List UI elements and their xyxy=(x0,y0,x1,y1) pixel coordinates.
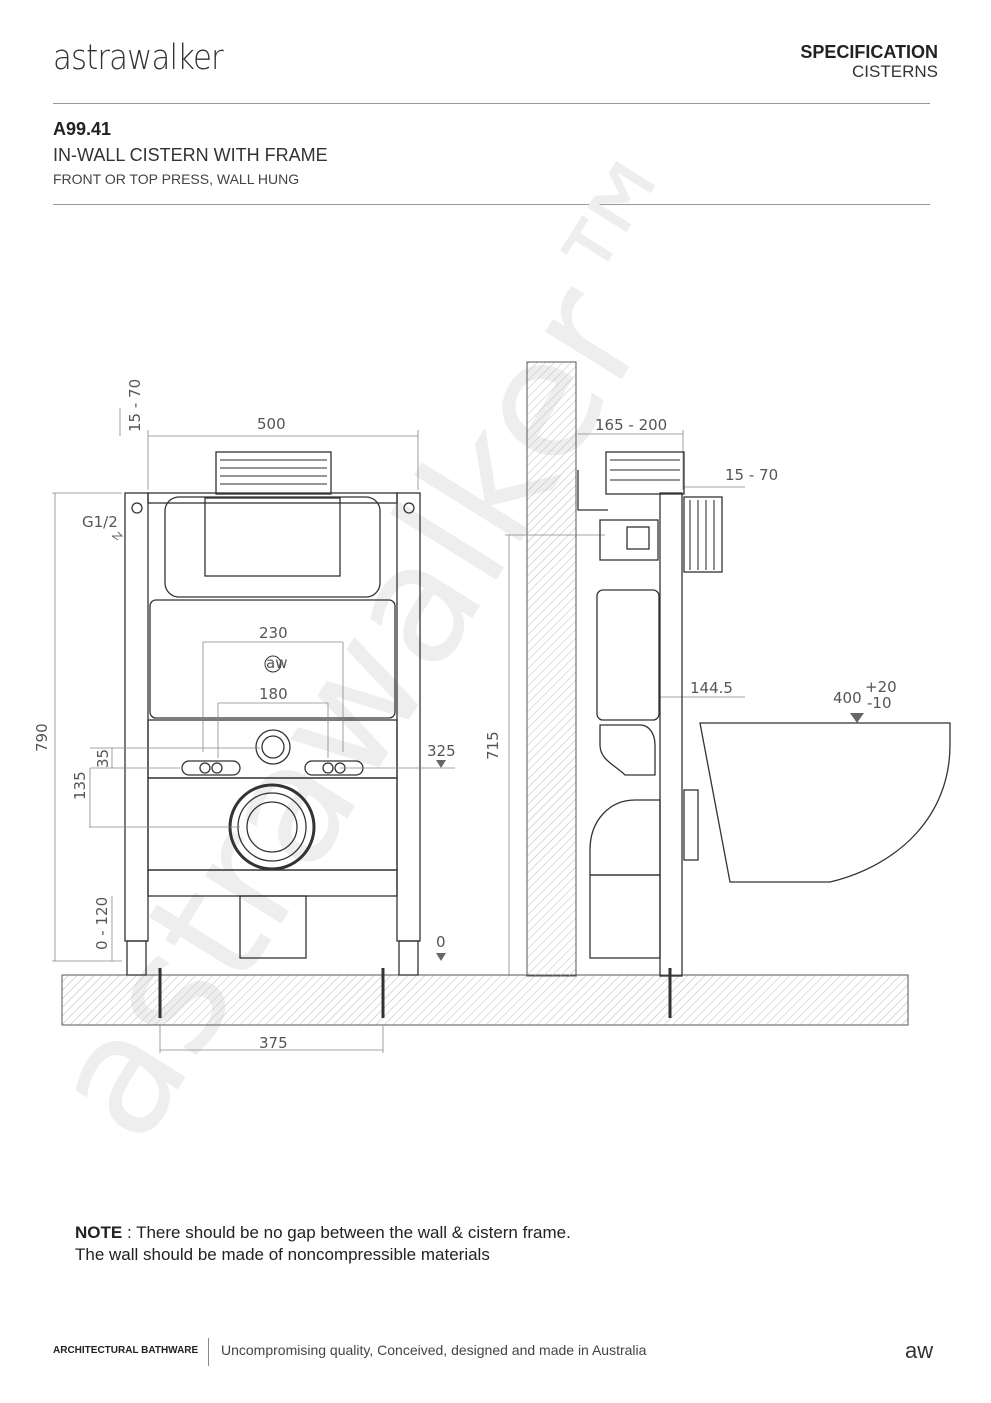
note-label: NOTE xyxy=(75,1223,123,1242)
dim-front-depth-adjust: 15 - 70 xyxy=(126,379,144,432)
spec-category: CISTERNS xyxy=(852,62,938,81)
installation-note: NOTE : There should be no gap between th… xyxy=(75,1222,571,1266)
header-divider xyxy=(53,103,930,104)
product-title: IN-WALL CISTERN WITH FRAME xyxy=(53,145,328,165)
badge-aw: aw xyxy=(266,654,287,672)
dim-pan-tol-plus: +20 xyxy=(865,678,897,696)
dim-side-depth-adjust: 15 - 70 xyxy=(725,466,778,484)
front-view xyxy=(124,451,421,1018)
dim-pan-tol-minus: -10 xyxy=(867,694,892,712)
dim-mount-height: 715 xyxy=(484,731,502,760)
dim-overall-height: 790 xyxy=(33,723,51,752)
footer-tagline: Uncompromising quality, Conceived, desig… xyxy=(221,1342,647,1358)
dim-mount-spacing: 180 xyxy=(259,685,288,703)
product-code: A99.41 xyxy=(53,119,112,139)
footer-brand: ARCHITECTURAL BATHWARE xyxy=(53,1345,199,1356)
dim-outlet-projection: 144.5 xyxy=(690,679,733,697)
brand-logo: astrawalker xyxy=(53,38,224,78)
footer-logo: aw xyxy=(905,1338,934,1363)
product-subtitle: FRONT OR TOP PRESS, WALL HUNG xyxy=(53,171,300,187)
dim-button-height: 325 xyxy=(427,742,456,760)
title-divider xyxy=(53,204,930,205)
spec-label: SPECIFICATION xyxy=(800,42,938,62)
dim-fixing-spacing: 375 xyxy=(259,1034,288,1052)
dim-floor-level: 0 xyxy=(436,933,446,951)
note-line-1: : There should be no gap between the wal… xyxy=(122,1223,571,1242)
note-line-2: The wall should be made of noncompressib… xyxy=(75,1245,490,1264)
dim-pan-height: 400 xyxy=(833,689,862,707)
dim-plate-width: 230 xyxy=(259,624,288,642)
footer-divider xyxy=(208,1338,209,1366)
dim-leg-adjust: 0 - 120 xyxy=(93,897,111,950)
inlet-arrow-icon xyxy=(111,531,124,541)
front-dimension-lines xyxy=(52,408,745,1053)
dim-width: 500 xyxy=(257,415,286,433)
side-view xyxy=(577,451,951,1018)
dim-outlet-offset: 135 xyxy=(71,771,89,800)
dim-button-offset: 35 xyxy=(94,749,112,768)
wall-section xyxy=(526,361,577,977)
dim-side-depth: 165 - 200 xyxy=(595,416,667,434)
spec-heading: SPECIFICATION CISTERNS xyxy=(800,42,938,82)
floor-slab xyxy=(61,974,909,1026)
dim-inlet: G1/2 xyxy=(82,513,118,531)
